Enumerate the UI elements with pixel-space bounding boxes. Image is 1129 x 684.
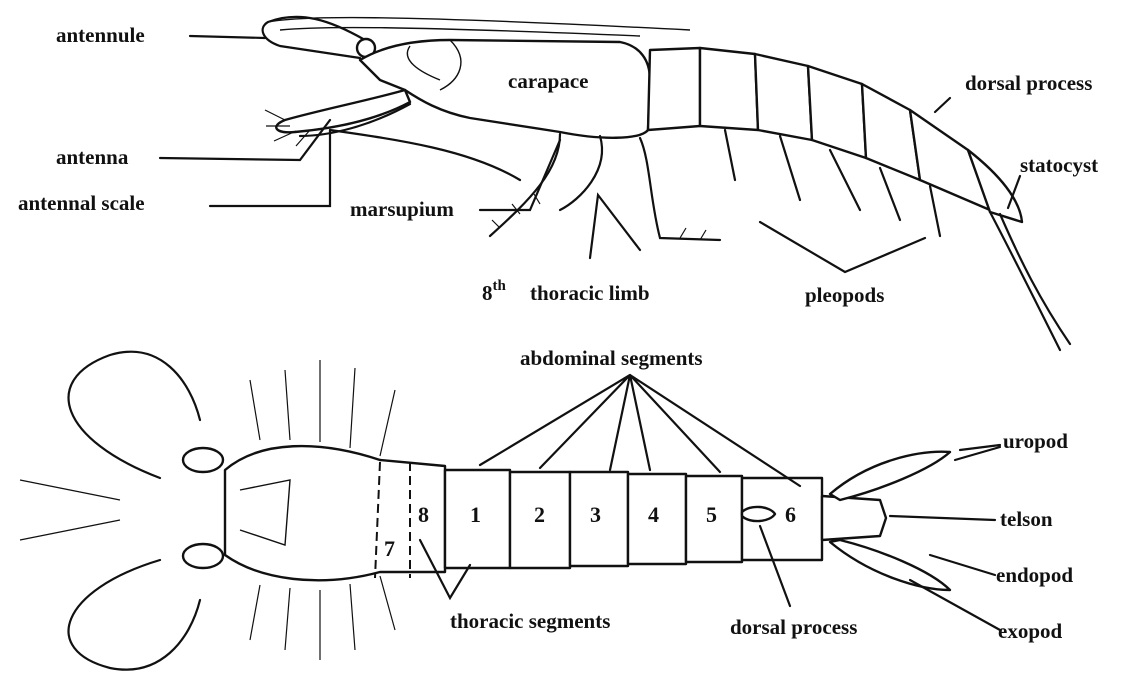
segment-number-6: 6 [785, 502, 796, 527]
label-antennal-scale: antennal scale [18, 191, 145, 215]
segment-number-1: 1 [470, 502, 481, 527]
label-exopod: exopod [998, 619, 1063, 643]
label-statocyst: statocyst [1020, 153, 1098, 177]
uropods-dorsal [830, 452, 950, 500]
label-8th-superscript: th [493, 278, 507, 294]
abdomen-lateral [648, 48, 990, 210]
label-8th: 8th [482, 278, 506, 305]
label-antennule: antennule [56, 23, 145, 47]
label-thoracic-limb: thoracic limb [530, 281, 650, 305]
label-antenna: antenna [56, 145, 129, 169]
abdomen-dorsal [445, 470, 822, 568]
label-uropod: uropod [1003, 429, 1068, 453]
segment-number-8: 8 [418, 502, 429, 527]
label-dorsal-process-bottom: dorsal process [730, 615, 857, 639]
label-telson: telson [1000, 507, 1053, 531]
segment-number-5: 5 [706, 502, 717, 527]
telson-dorsal [822, 496, 886, 540]
label-carapace: carapace [508, 69, 588, 93]
segment-number-2: 2 [534, 502, 545, 527]
eye-dorsal-bottom [183, 544, 223, 568]
carapace-dorsal [225, 446, 445, 580]
label-pleopods: pleopods [805, 283, 884, 307]
label-thoracic-segments: thoracic segments [450, 609, 610, 633]
segment-number-4: 4 [648, 502, 659, 527]
segment-number-3: 3 [590, 502, 601, 527]
antennule-drawing [263, 17, 365, 58]
label-abdominal-segments: abdominal segments [520, 346, 703, 370]
label-dorsal-process-top: dorsal process [965, 71, 1092, 95]
carapace-drawing [360, 40, 650, 138]
label-endopod: endopod [996, 563, 1073, 587]
eye-dorsal-top [183, 448, 223, 472]
label-8th-number: 8 [482, 281, 493, 305]
label-marsupium: marsupium [350, 197, 454, 221]
thoracic-limb-drawing [490, 134, 560, 236]
segment-number-7: 7 [384, 536, 395, 561]
antennal-scale-drawing [276, 90, 410, 132]
